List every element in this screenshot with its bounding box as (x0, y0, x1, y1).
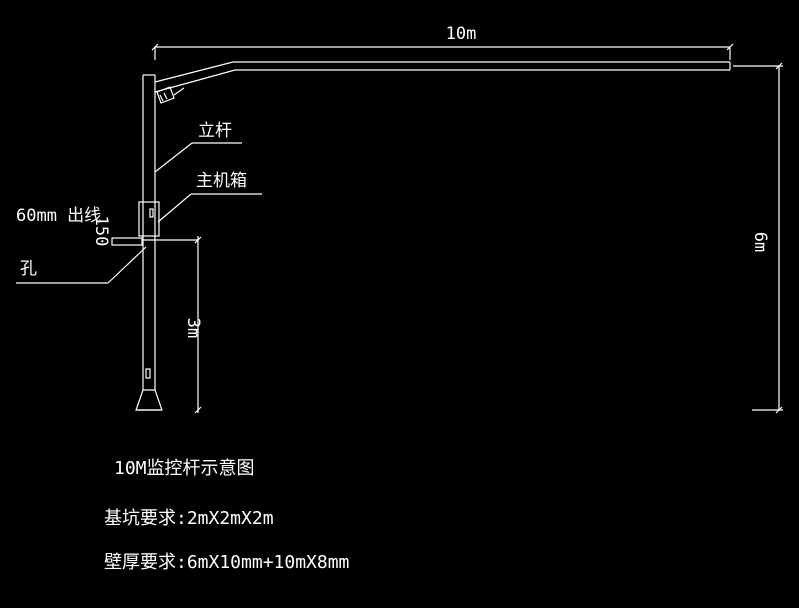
pole-base (135, 368, 163, 411)
cable-hole-stub (111, 237, 143, 246)
cabinet: 主机箱 (138, 171, 262, 237)
wall-thickness-note: 壁厚要求:6mX10mm+10mX8mm (104, 552, 349, 573)
camera-body (156, 86, 175, 104)
camera-mount (173, 87, 185, 96)
camera-lens-line-1 (159, 94, 164, 102)
top-dimension: 10m (151, 24, 734, 60)
foundation-note: 基坑要求:2mX2mX2m (104, 508, 274, 529)
cross-arm-top-edge (154, 61, 730, 83)
hole-offset-label: 150 (91, 216, 111, 247)
height-tick-top (775, 62, 783, 70)
hole-label-line2: 孔 (20, 259, 37, 279)
base-flange (135, 389, 163, 411)
height-tick-bottom (775, 406, 783, 414)
pole-label: 立杆 (198, 121, 232, 141)
cabinet-label: 主机箱 (196, 171, 247, 191)
lower-dimension-tick-top (194, 236, 202, 244)
pole-leader-diagonal (154, 142, 193, 173)
hole-leader-diagonal (107, 246, 147, 284)
cabinet-lock (149, 208, 154, 218)
pole (142, 74, 156, 390)
camera-icon (156, 86, 185, 104)
drawing-title: 10M监控杆示意图 (114, 458, 255, 479)
lower-height-label: 3m (183, 318, 203, 338)
lower-dimension: 3m (183, 236, 203, 414)
lower-dimension-tick-bottom (194, 406, 202, 414)
cable-hole: 60mm 出线 孔 150 (16, 206, 198, 284)
pole-callout: 立杆 (154, 121, 242, 173)
hole-label-line1: 60mm 出线 (16, 206, 101, 226)
top-span-label: 10m (446, 24, 477, 44)
total-height-label: 6m (750, 232, 770, 252)
camera-lens-line-2 (163, 92, 168, 100)
cabinet-leader-diagonal (157, 193, 192, 223)
base-door (145, 368, 151, 379)
height-dimension: 6m (733, 62, 783, 414)
cross-arm (154, 61, 731, 93)
notes: 10M监控杆示意图 基坑要求:2mX2mX2m 壁厚要求:6mX10mm+10m… (104, 458, 349, 573)
cabinet-box (138, 201, 160, 237)
cross-arm-bottom-edge (154, 69, 730, 93)
